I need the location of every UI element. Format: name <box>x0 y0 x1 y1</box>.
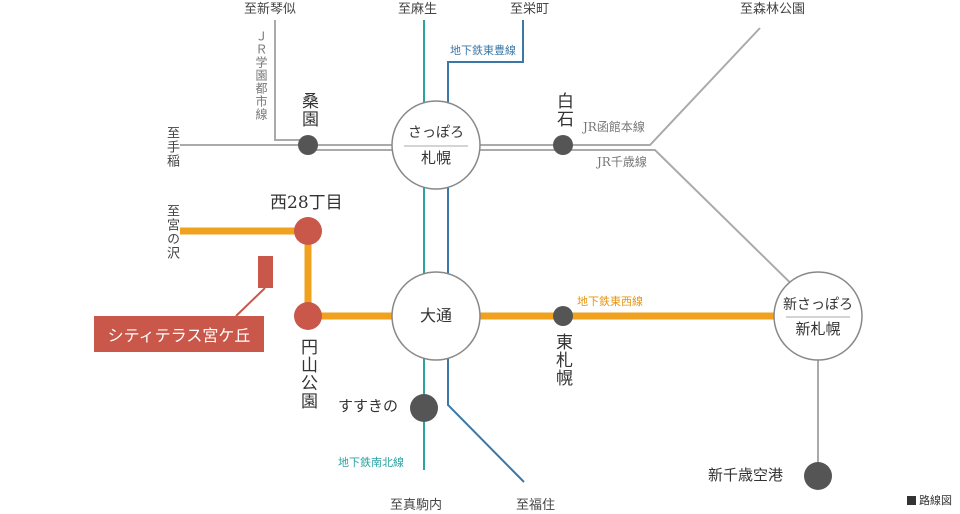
new-chitose-station-dot <box>804 462 832 490</box>
chitose-line-label: JR千歳線 <box>597 155 647 169</box>
soen-station-dot <box>298 135 318 155</box>
property-marker <box>258 256 273 288</box>
maruyama-label: 円山公園 <box>297 338 317 410</box>
higashi-sapporo-label: 東札幌 <box>552 333 572 387</box>
legend-label: 路線図 <box>919 494 952 507</box>
dest-miyanosawa: 至宮の沢 <box>164 204 179 260</box>
legend: 路線図 <box>907 492 952 508</box>
new-chitose-label: 新千歳空港 <box>708 466 784 484</box>
jr-gakuen-line <box>274 20 308 141</box>
sapporo-hub <box>391 100 481 190</box>
hakodate-line-label: JR函館本線 <box>583 120 645 134</box>
nanboku-line-label: 地下鉄南北線 <box>338 456 404 469</box>
nishi28-station-dot <box>294 217 322 245</box>
soen-label: 桑園 <box>298 92 318 128</box>
property-leader-line <box>235 287 266 317</box>
tozai-line-label: 地下鉄東西線 <box>577 295 643 308</box>
shin-sapporo-kanji: 新札幌 <box>795 320 841 338</box>
shin-sapporo-kana: 新さっぽろ <box>783 297 853 313</box>
shiroishi-label: 白石 <box>553 92 573 128</box>
legend-square-icon <box>907 495 916 505</box>
higashi-sapporo-station-dot <box>553 306 573 326</box>
jr-chitose-line <box>565 149 819 476</box>
dest-fukuzumi: 至福住 <box>516 498 556 513</box>
odori-hub <box>391 271 481 361</box>
sapporo-kana: さっぽろ <box>408 125 464 141</box>
dest-makomanai: 至真駒内 <box>390 498 443 513</box>
toho-line <box>447 20 525 483</box>
toho-line-label: 地下鉄東豊線 <box>450 44 516 57</box>
dest-teine: 至手稲 <box>164 126 179 168</box>
dest-asabu: 至麻生 <box>398 2 438 17</box>
odori-name: 大通 <box>419 306 452 325</box>
sapporo-kanji: 札幌 <box>420 149 451 167</box>
maruyama-station-dot <box>294 302 322 330</box>
susukino-label: すすきの <box>338 397 399 415</box>
dest-sakaemachi: 至栄町 <box>510 2 550 17</box>
shiroishi-station-dot <box>553 135 573 155</box>
dest-shinrin: 至森林公園 <box>740 2 806 17</box>
property-callout: シティテラス宮ケ丘 <box>94 316 264 352</box>
dest-shinkotoni: 至新琴似 <box>244 2 297 17</box>
jr-hakodate-line <box>180 27 761 146</box>
tozai-line <box>180 227 818 320</box>
susukino-station-dot <box>410 394 438 422</box>
gakuen-line-label: ＪＲ学園都市線 <box>254 30 268 121</box>
shin-sapporo-hub <box>773 271 863 361</box>
nishi28-label: 西28丁目 <box>270 193 343 213</box>
